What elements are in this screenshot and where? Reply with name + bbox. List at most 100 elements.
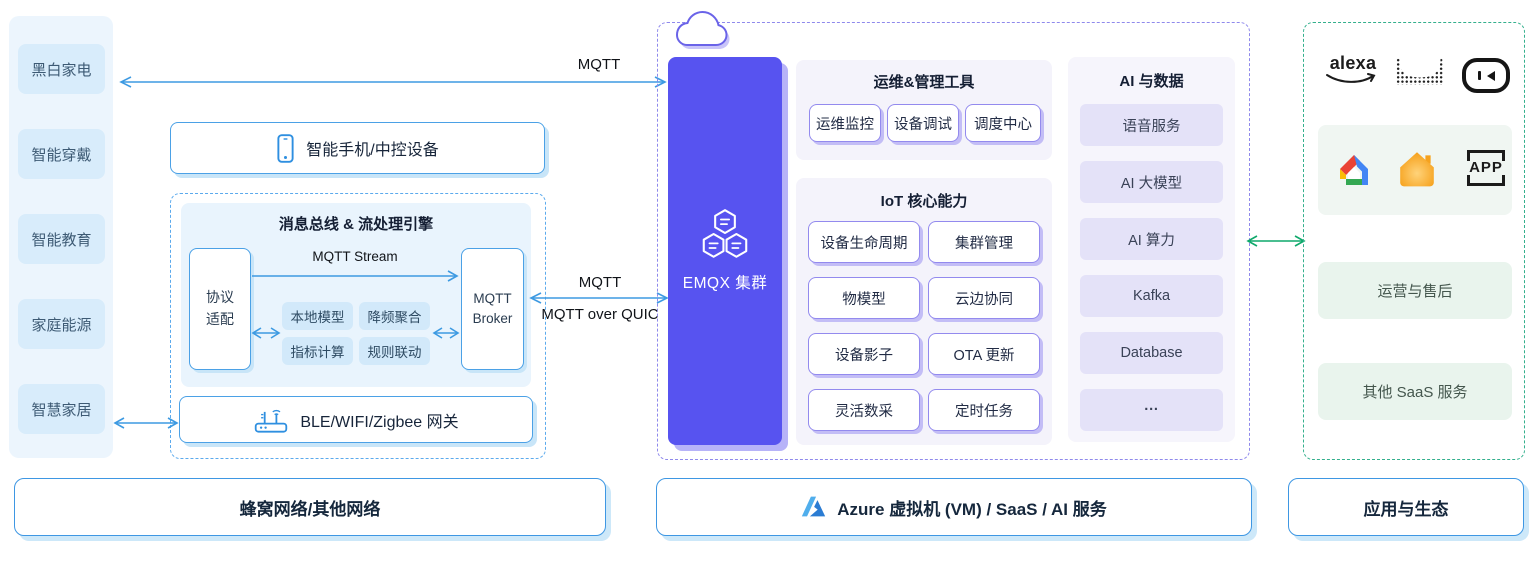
- protocol-adapter-node: 协议适配: [189, 248, 251, 370]
- iot-card-device-shadow: 设备影子: [808, 333, 920, 375]
- iot-card-scheduled-tasks: 定时任务: [928, 389, 1040, 431]
- ai-chip-more: ···: [1080, 389, 1223, 431]
- device-chip-education: 智能教育: [18, 214, 105, 264]
- iot-card-label: 设备影子: [835, 347, 893, 364]
- alexa-smile-icon: [1326, 73, 1376, 83]
- ai-chip-compute: AI 算力: [1080, 218, 1223, 260]
- iot-title: IoT 核心能力: [880, 193, 968, 210]
- iot-card-label: 设备生命周期: [820, 235, 908, 252]
- iot-card-device-lifecycle: 设备生命周期: [808, 221, 920, 263]
- mqtt-quic-arrow: [529, 292, 669, 304]
- device-chip-smart-home: 智慧家居: [18, 384, 105, 434]
- ai-chip-label: ···: [1144, 402, 1159, 418]
- tool-btn-debugging: 设备调试: [887, 104, 959, 142]
- protocol-adapter-label: 协议适配: [206, 289, 234, 327]
- engine-chip-metrics: 指标计算: [282, 337, 353, 365]
- mqtt-stream-label: MQTT Stream: [312, 249, 398, 264]
- saas-panel: 其他 SaaS 服务: [1318, 363, 1512, 420]
- iot-card-label: 定时任务: [955, 403, 1013, 420]
- ai-chip-llm: AI 大模型: [1080, 161, 1223, 203]
- engine-chip-label: 本地模型: [290, 310, 345, 325]
- device-chip-label: 智慧家居: [31, 401, 92, 419]
- smartphone-box: 智能手机/中控设备: [170, 122, 545, 174]
- mqtt-broker-label: MQTT Broker: [472, 290, 513, 326]
- iot-card-label: 灵活数采: [835, 403, 893, 420]
- engine-chip-local-model: 本地模型: [282, 302, 353, 330]
- network-bar-label: 蜂窝网络/其他网络: [239, 499, 381, 519]
- iot-card-cloud-edge: 云边协同: [928, 277, 1040, 319]
- iot-card-label: 云边协同: [955, 291, 1013, 308]
- device-chip-appliances: 黑白家电: [18, 44, 105, 94]
- iot-card-ota: OTA 更新: [928, 333, 1040, 375]
- gateway-box: BLE/WIFI/Zigbee 网关: [179, 396, 533, 443]
- azure-bar: Azure 虚拟机 (VM) / SaaS / AI 服务: [656, 478, 1252, 536]
- ops-panel: 运营与售后: [1318, 262, 1512, 319]
- emqx-hexagon-cluster-icon: [702, 209, 748, 258]
- link-mqtt-label: MQTT: [578, 274, 622, 291]
- engine-chip-label: 降频聚合: [367, 310, 422, 325]
- mqtt-broker-node: MQTT Broker: [461, 248, 524, 370]
- ai-chip-label: Kafka: [1132, 288, 1171, 304]
- azure-bar-label: Azure 虚拟机 (VM) / SaaS / AI 服务: [837, 499, 1107, 519]
- smart-speaker-logo: [1462, 58, 1510, 93]
- chips-broker-arrow: [432, 327, 460, 339]
- emqx-cluster-block: EMQX 集群: [668, 57, 782, 445]
- tool-btn-label: 设备调试: [894, 116, 952, 133]
- ai-chip-label: AI 算力: [1128, 232, 1175, 249]
- device-chip-wearables: 智能穿戴: [18, 129, 105, 179]
- iot-card-thing-model: 物模型: [808, 277, 920, 319]
- cloud-icon: [675, 10, 730, 49]
- alexa-wordmark: alexa: [1329, 53, 1377, 73]
- ai-chip-label: AI 大模型: [1120, 175, 1183, 192]
- mqtt-stream-arrow: [252, 270, 459, 282]
- engine-chip-downsampling: 降频聚合: [359, 302, 430, 330]
- link-quic-label: MQTT over QUIC: [541, 306, 659, 323]
- ai-chip-label: Database: [1120, 345, 1183, 361]
- ai-title: AI 与数据: [1119, 73, 1184, 90]
- tool-btn-monitoring: 运维监控: [809, 104, 881, 142]
- mqtt-top-arrow: [119, 76, 667, 88]
- ai-chip-database: Database: [1080, 332, 1223, 374]
- network-bar: 蜂窝网络/其他网络: [14, 478, 606, 536]
- device-chip-label: 智能穿戴: [31, 146, 92, 164]
- speaker-bar: [1477, 71, 1481, 80]
- engine-title: 消息总线 & 流处理引擎: [278, 216, 434, 233]
- engine-chip-rules: 规则联动: [359, 337, 430, 365]
- iot-card-label: 集群管理: [955, 235, 1013, 252]
- ai-chip-voice: 语音服务: [1080, 104, 1223, 146]
- alexa-logo: alexa: [1324, 54, 1382, 90]
- iot-card-label: OTA 更新: [953, 347, 1015, 364]
- ai-chip-label: 语音服务: [1122, 118, 1181, 135]
- ecosystem-bar-label: 应用与生态: [1363, 499, 1449, 519]
- adapter-chips-arrow: [251, 327, 281, 339]
- smarthome-gateway-arrow: [113, 417, 179, 429]
- ecosystem-bar: 应用与生态: [1288, 478, 1524, 536]
- saas-panel-label: 其他 SaaS 服务: [1362, 384, 1468, 401]
- iot-card-label: 物模型: [842, 291, 886, 308]
- homekit-logo: [1400, 152, 1434, 187]
- iot-card-cluster-mgmt: 集群管理: [928, 221, 1040, 263]
- edge-dashed-box: [170, 193, 546, 459]
- gateway-label: BLE/WIFI/Zigbee 网关: [300, 413, 459, 431]
- app-logo: APP: [1466, 150, 1506, 186]
- tool-btn-label: 运维监控: [816, 116, 874, 133]
- emqx-cluster-label: EMQX 集群: [682, 275, 768, 292]
- engine-chip-label: 规则联动: [367, 345, 422, 360]
- tools-title: 运维&管理工具: [873, 74, 975, 91]
- ops-panel-label: 运营与售后: [1377, 283, 1453, 300]
- iot-card-data-collection: 灵活数采: [808, 389, 920, 431]
- device-chip-label: 智能教育: [31, 231, 92, 249]
- tool-btn-dispatch: 调度中心: [965, 104, 1041, 142]
- ecosystem-dashed-box: [1303, 22, 1525, 460]
- gateway-icon: [255, 409, 288, 433]
- tool-btn-label: 调度中心: [974, 116, 1032, 133]
- google-home-logo: [1340, 155, 1368, 185]
- mqtt-top-label: MQTT: [577, 56, 621, 73]
- smartphone-box-label: 智能手机/中控设备: [306, 142, 439, 159]
- ai-chip-kafka: Kafka: [1080, 275, 1223, 317]
- engine-chip-label: 指标计算: [290, 345, 345, 360]
- speaker-triangle: [1486, 70, 1495, 81]
- device-chip-label: 家庭能源: [31, 316, 92, 334]
- azure-logo: [802, 496, 826, 517]
